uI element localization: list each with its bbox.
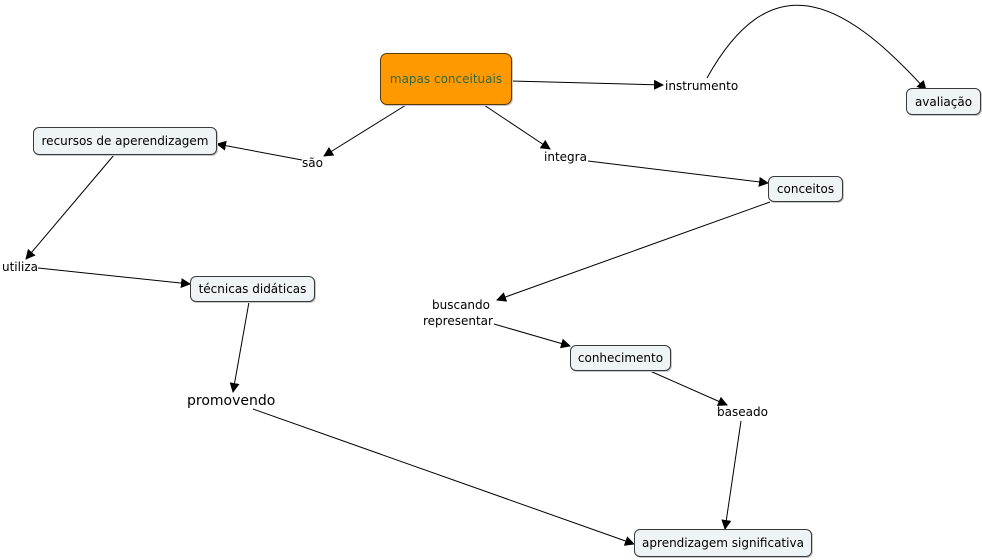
edge-baseado-aprendizagem xyxy=(721,420,742,530)
link-buscando: buscando xyxy=(432,298,490,312)
link-sao: são xyxy=(302,156,323,170)
edge-conhecimento-baseado xyxy=(649,370,728,406)
node-mapas-conceituais[interactable]: mapas conceituais xyxy=(380,53,512,105)
node-mapas-conceituais-label: mapas conceituais xyxy=(389,72,503,86)
link-utiliza: utiliza xyxy=(2,260,38,274)
node-recursos-aperendizagem[interactable]: recursos de aperendizagem xyxy=(33,127,217,155)
edge-mapas-sao xyxy=(323,104,407,157)
link-integra: integra xyxy=(544,150,587,164)
edge-utiliza-tecnicas xyxy=(37,267,191,289)
edge-integra-conceitos xyxy=(587,160,769,187)
link-instrumento: instrumento xyxy=(665,79,739,93)
edge-mapas-instrumento xyxy=(510,79,664,90)
edge-conceitos-buscando xyxy=(496,201,771,302)
node-tecnicas-didaticas[interactable]: técnicas didáticas xyxy=(190,276,315,302)
link-representar: representar xyxy=(423,314,493,328)
edge-tecnicas-promovendo xyxy=(229,301,250,393)
node-recursos-label: recursos de aperendizagem xyxy=(41,134,209,148)
node-conhecimento[interactable]: conhecimento xyxy=(570,345,671,371)
edge-recursos-utiliza xyxy=(25,154,115,260)
node-avaliacao[interactable]: avaliação xyxy=(906,88,981,115)
edge-instrumento-avaliacao xyxy=(706,4,927,91)
edge-representar-conhecimento xyxy=(493,323,571,349)
edge-mapas-integra xyxy=(483,104,551,150)
node-conceitos-label: conceitos xyxy=(776,182,835,196)
node-aprendizagem-significativa[interactable]: aprendizagem significativa xyxy=(634,529,812,557)
node-conhecimento-label: conhecimento xyxy=(577,351,664,365)
link-promovendo: promovendo xyxy=(187,393,276,409)
edge-promovendo-aprendizagem xyxy=(252,408,635,546)
link-baseado: baseado xyxy=(717,405,768,419)
edge-sao-recursos xyxy=(216,140,303,161)
node-avaliacao-label: avaliação xyxy=(914,94,973,109)
node-conceitos[interactable]: conceitos xyxy=(768,176,843,202)
node-tecnicas-label: técnicas didáticas xyxy=(198,282,307,296)
node-aprendizagem-label: aprendizagem significativa xyxy=(642,536,804,550)
